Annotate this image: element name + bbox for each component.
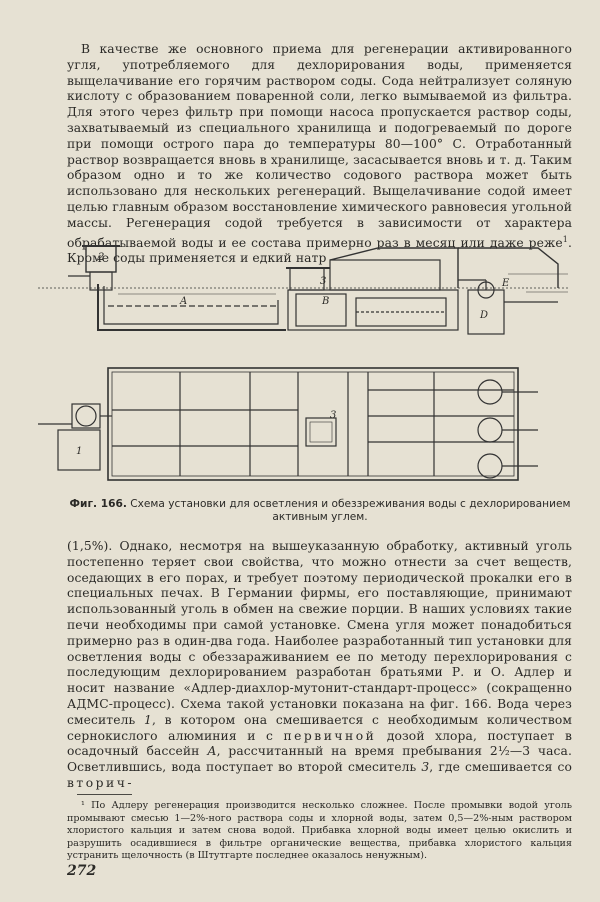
figure-caption: Фиг. 166. Схема установки для осветления… [60, 498, 580, 524]
spaced-word-primary: первичной [283, 728, 377, 743]
figure-label-e: E [501, 278, 510, 289]
mixer-3-ref: 3 [421, 760, 430, 775]
paragraph-bottom: (1,5%). Однако, несмотря на вышеуказанну… [67, 539, 572, 792]
paragraph-top-tail: . Кроме соды применяется и едкий натр [67, 235, 572, 266]
figure-label-3-top: 3 [320, 276, 326, 287]
footnote-marker: 1 [562, 234, 568, 244]
basin-a-ref: А [207, 744, 217, 759]
paragraph-bottom-part4: , рассчитанный на время пребывания 2½—3 … [67, 744, 572, 775]
figure-166-diagram: 2 1 3 3 A B E D [38, 240, 568, 490]
paragraph-top: В качестве же основного приема для реген… [67, 42, 572, 267]
paragraph-top-text: В качестве же основного приема для реген… [67, 42, 572, 250]
paragraph-bottom-part3: дозой хлора, поступает в осадочный бассе… [67, 728, 572, 759]
footnote-divider [77, 794, 132, 795]
figure-label-d: D [479, 310, 488, 321]
figure-label-b: B [321, 296, 329, 307]
paragraph-bottom-part5: , где смешивается со [429, 760, 572, 775]
caption-number: Фиг. 166. [69, 498, 127, 510]
figure-label-2: 2 [97, 252, 104, 263]
mixer-1-ref: 1 [144, 712, 152, 727]
footnote: ¹ По Адлеру регенерация производится нес… [67, 800, 572, 862]
figure-label-3-plan: 3 [330, 410, 336, 421]
spaced-word-secondary: вторич- [67, 775, 134, 790]
plan-view [38, 367, 538, 481]
page-number: 272 [67, 863, 97, 879]
figure-label-1: 1 [76, 446, 82, 457]
paragraph-bottom-part2: , в котором она смешивается с необходимы… [67, 712, 573, 743]
figure-label-a: A [179, 296, 187, 307]
paragraph-bottom-part1: (1,5%). Однако, несмотря на вышеуказанну… [67, 539, 572, 727]
caption-text: Схема установки для осветления и обеззре… [130, 498, 571, 523]
section-view [38, 245, 568, 335]
